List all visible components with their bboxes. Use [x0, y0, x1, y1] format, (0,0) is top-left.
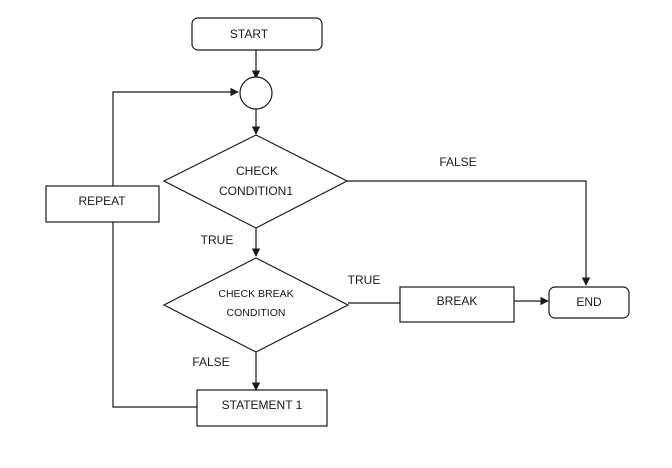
repeat-label: REPEAT [78, 194, 126, 208]
check-break-label-2: CONDITION [227, 307, 286, 319]
false-label-break: FALSE [192, 355, 229, 369]
true-label-break: TRUE [348, 273, 381, 287]
repeat-node [45, 185, 160, 223]
check-break-node [162, 257, 350, 353]
statement-label: STATEMENT 1 [222, 398, 303, 412]
check-condition-node [162, 134, 349, 229]
end-label: END [576, 295, 602, 309]
start-node [191, 17, 323, 51]
start-label: START [230, 27, 269, 41]
break-node [399, 286, 515, 323]
end-node [548, 286, 630, 319]
check-condition-label-1: CHECK [236, 164, 278, 178]
junction-node [239, 76, 273, 110]
false-label-condition1: FALSE [439, 155, 476, 169]
check-condition-label-2: CONDITION1 [219, 184, 293, 198]
arrow-false-to-end [347, 180, 591, 286]
check-break-label-1: CHECK BREAK [218, 288, 293, 300]
arrow-repeat-loop [112, 87, 239, 408]
true-label-condition1: TRUE [201, 233, 234, 247]
break-label: BREAK [437, 294, 478, 308]
statement-node [196, 389, 328, 427]
